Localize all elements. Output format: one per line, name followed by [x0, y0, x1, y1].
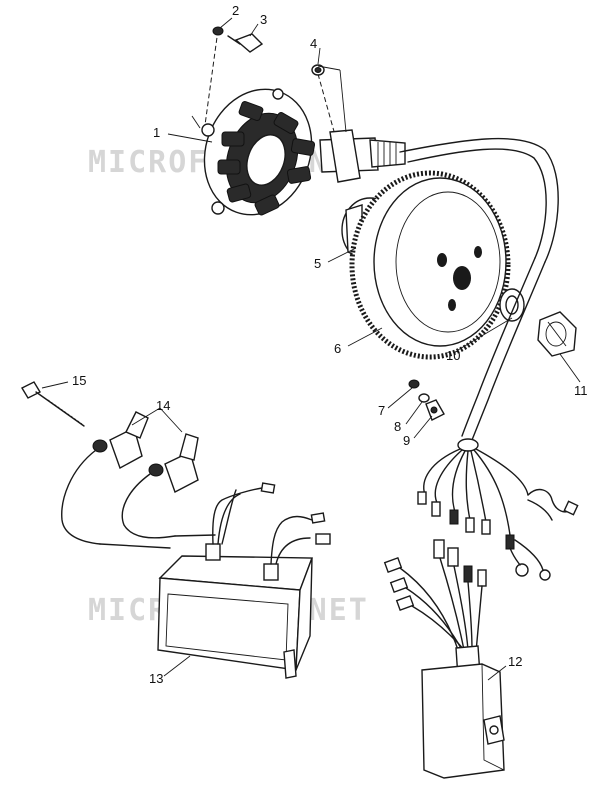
callout-1: 1 [153, 125, 160, 140]
ignition-module [421, 663, 505, 779]
wire-harness [417, 438, 579, 581]
stator-cable [399, 137, 559, 263]
callout-2: 2 [232, 3, 239, 18]
flywheel [349, 170, 511, 360]
callout-14: 14 [156, 398, 170, 413]
washer-7 [408, 379, 420, 389]
screw-3 [227, 33, 264, 53]
spark-plug-caps [92, 407, 199, 493]
flywheel-nut [537, 311, 577, 357]
cdi-box [157, 482, 331, 679]
screw-4 [311, 64, 325, 76]
bolt-9 [425, 399, 445, 421]
crankshaft-stub [319, 129, 406, 183]
callout-8: 8 [394, 419, 401, 434]
bolt-15 [21, 381, 85, 427]
callout-7: 7 [378, 403, 385, 418]
callout-10: 10 [446, 348, 460, 363]
callout-15: 15 [72, 373, 86, 388]
callout-9: 9 [403, 433, 410, 448]
washer-2 [212, 26, 224, 36]
alignment-line-2 [204, 29, 219, 126]
leader-lines [41, 17, 581, 681]
callout-13: 13 [149, 671, 163, 686]
callout-6: 6 [334, 341, 341, 356]
callout-5: 5 [314, 256, 321, 271]
washer-8 [418, 393, 430, 403]
callout-3: 3 [260, 12, 267, 27]
stator-assembly [191, 88, 316, 216]
module-harness [383, 539, 487, 679]
alignment-line-4 [317, 73, 336, 136]
hv-lead-1 [61, 449, 101, 545]
callout-12: 12 [508, 654, 522, 669]
callout-4: 4 [310, 36, 317, 51]
callout-11: 11 [574, 383, 588, 398]
hv-lead-2 [121, 473, 176, 539]
